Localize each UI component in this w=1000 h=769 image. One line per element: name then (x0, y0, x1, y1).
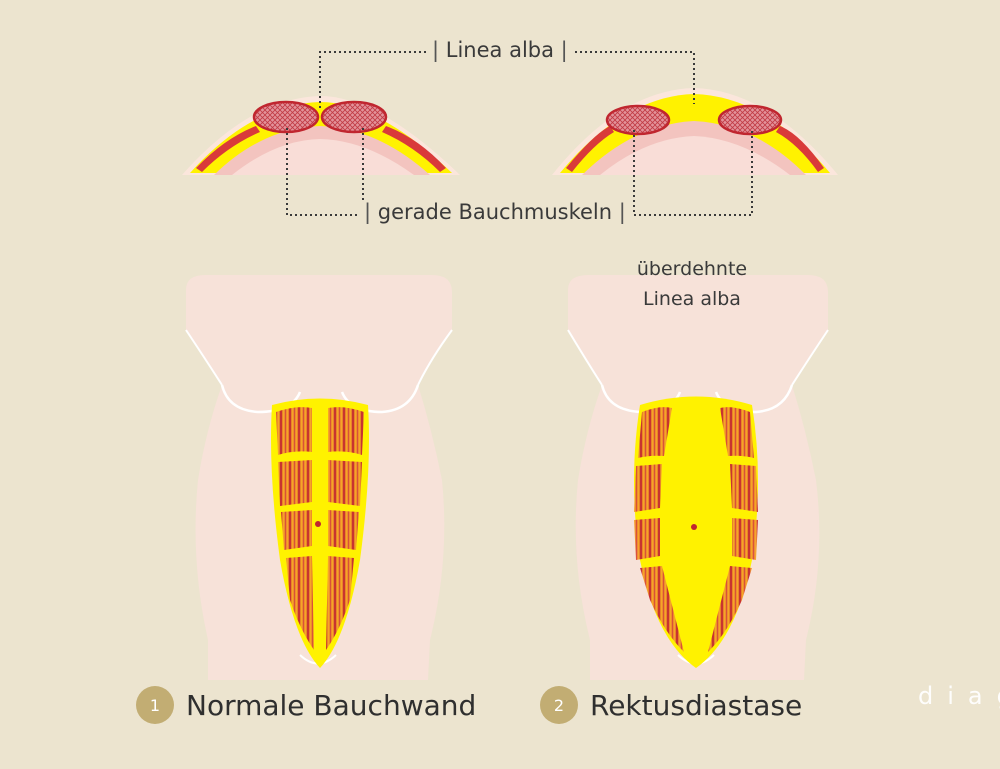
torso-normal (185, 275, 453, 680)
panel-number-badge: 1 (136, 686, 174, 724)
panel-title: Rektusdiastase (590, 688, 803, 722)
cross-section-normal (182, 96, 460, 175)
rectus-leader-lines (286, 128, 753, 216)
linea-alba-label: | Linea alba | (428, 38, 572, 62)
cross-section-diastasis (552, 88, 838, 175)
caption-normal: 1 Normale Bauchwand (136, 686, 476, 724)
torso-diastasis (567, 275, 829, 680)
navel-diastasis (691, 524, 697, 530)
panel-title: Normale Bauchwand (186, 688, 477, 722)
overstretched-linea-alba-label: überdehnte Linea alba (612, 254, 772, 314)
linea-alba-leader-lines (319, 51, 695, 108)
navel-normal (315, 521, 321, 527)
watermark-logo: diag (918, 682, 1000, 710)
panel-number-badge: 2 (540, 686, 578, 724)
overstretched-line-1: überdehnte (636, 258, 748, 280)
caption-diastasis: 2 Rektusdiastase (540, 686, 802, 724)
rectus-muscles-label: | gerade Bauchmuskeln | (360, 200, 630, 224)
overstretched-line-2: Linea alba (643, 288, 741, 310)
